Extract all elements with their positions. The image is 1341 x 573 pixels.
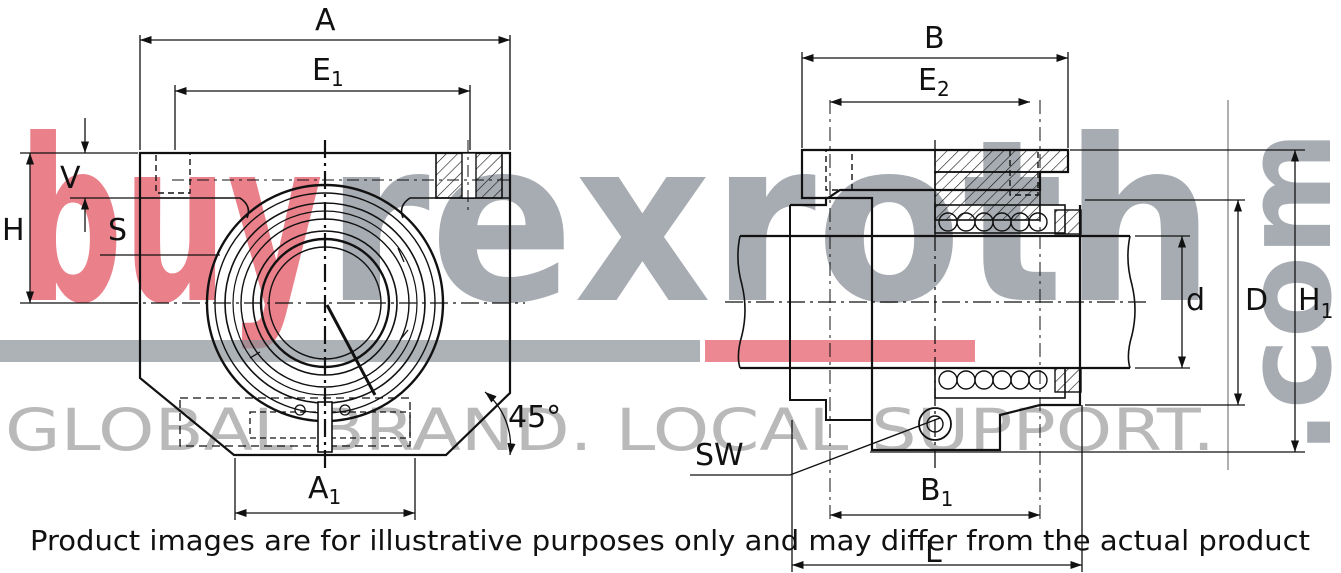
label-E1: E1 [312, 53, 344, 91]
label-B: B [924, 21, 945, 56]
front-dimensions [20, 35, 516, 520]
label-S: S [108, 213, 127, 248]
side-dimensions [690, 52, 1305, 572]
front-housing-outline [138, 151, 512, 457]
watermark-red-bar [705, 340, 975, 362]
label-E2: E2 [918, 63, 950, 101]
label-B1: B1 [920, 473, 953, 511]
label-L: L [925, 535, 942, 570]
label-A1: A1 [308, 471, 341, 509]
label-SW: SW [695, 438, 744, 473]
disclaimer-text: Product images are for illustrative purp… [30, 524, 1310, 557]
label-d: d [1186, 283, 1205, 318]
side-view [725, 100, 1150, 520]
watermark: buy rexroth .com GLOBAL BRAND. LOCAL SUP… [0, 92, 1341, 470]
label-angle: 45° [508, 400, 561, 435]
label-D: D [1245, 283, 1268, 318]
watermark-tagline: GLOBAL BRAND. LOCAL SUPPORT. [5, 396, 1215, 464]
dimension-labels: A E1 V S H A1 45° B E2 d D H1 SW B1 L [2, 3, 1333, 570]
front-view [120, 140, 525, 470]
label-H1: H1 [1298, 283, 1333, 323]
label-H: H [2, 213, 25, 248]
label-A: A [315, 3, 336, 38]
label-V: V [60, 161, 81, 196]
watermark-buy: buy [18, 92, 323, 354]
